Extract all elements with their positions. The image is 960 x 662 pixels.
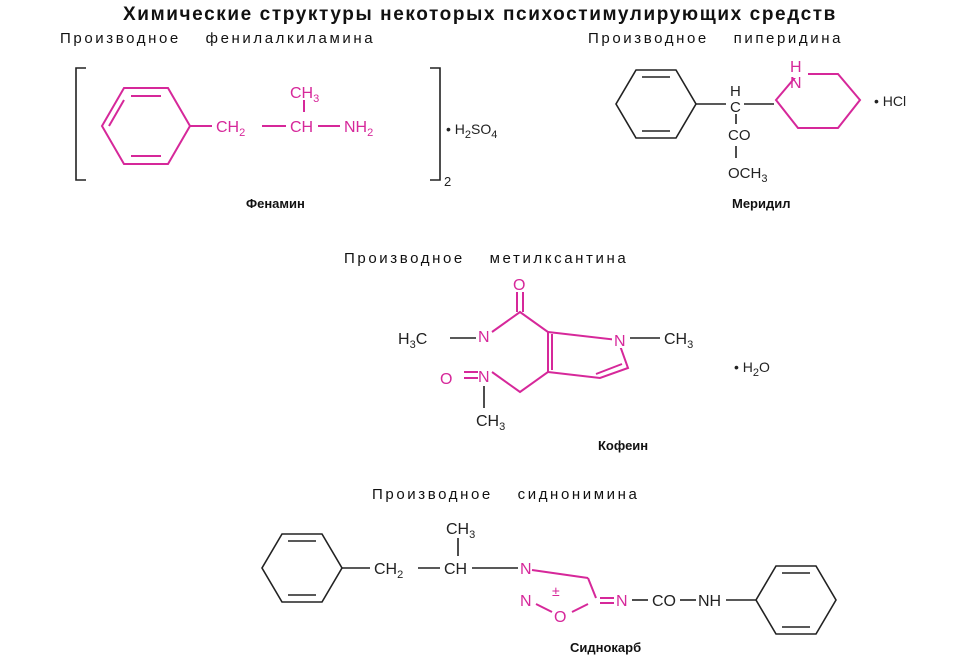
svg-text:CH2: CH2 xyxy=(216,119,245,139)
svg-text:CO: CO xyxy=(728,127,751,144)
svg-text:OCH3: OCH3 xyxy=(728,165,767,185)
sydnocarb-benzene-right xyxy=(755,565,837,635)
meridil-structure: H C CO OCH3 H N • HCl xyxy=(615,58,906,185)
header-sydnonimine: Производное сиднонимина xyxy=(372,486,640,503)
benzene-ring xyxy=(100,87,192,165)
svg-text:H3C: H3C xyxy=(398,331,427,351)
svg-text:CH3: CH3 xyxy=(664,331,693,351)
caption-meridil: Меридил xyxy=(732,196,791,211)
right-bracket xyxy=(430,67,441,181)
sydnocarb-structure: CH2 CH CH3 N N O ± N CO NH xyxy=(261,521,837,635)
svg-text:CH2: CH2 xyxy=(374,561,403,581)
header-methylxanthine: Производное метилксантина xyxy=(344,250,629,267)
caption-caffeine: Кофеин xyxy=(598,438,649,453)
svg-text:N: N xyxy=(614,333,626,350)
svg-text:±: ± xyxy=(552,583,560,599)
svg-text:CH3: CH3 xyxy=(290,85,319,105)
svg-text:N: N xyxy=(790,75,802,92)
header-phenylalkylamine: Производное фенилалкиламина xyxy=(60,30,376,47)
fenamine-salt: • H2SO4 xyxy=(446,121,497,141)
fenamine-multiplier: 2 xyxy=(444,174,451,189)
svg-text:N: N xyxy=(520,593,532,610)
meridil-benzene xyxy=(615,69,697,139)
svg-text:H: H xyxy=(730,83,741,100)
sydnocarb-benzene-left xyxy=(261,533,343,603)
svg-text:CH3: CH3 xyxy=(476,413,505,433)
svg-text:N: N xyxy=(616,593,628,610)
svg-text:CH3: CH3 xyxy=(446,521,475,541)
svg-text:O: O xyxy=(513,277,525,294)
header-piperidine: Производное пиперидина xyxy=(588,30,844,47)
svg-text:N: N xyxy=(478,369,490,386)
svg-text:C: C xyxy=(730,99,741,116)
svg-text:NH: NH xyxy=(698,593,721,610)
page-title: Химические структуры некоторых психостим… xyxy=(123,4,837,25)
svg-text:O: O xyxy=(554,609,566,626)
caption-sydnocarb: Сиднокарб xyxy=(570,640,642,655)
fenamine-structure: CH2 CH CH3 NH2 • H2SO4 2 xyxy=(75,67,497,189)
svg-text:CH: CH xyxy=(444,561,467,578)
svg-text:H: H xyxy=(790,59,802,76)
svg-text:NH2: NH2 xyxy=(344,119,373,139)
caption-fenamine: Фенамин xyxy=(246,196,305,211)
svg-text:N: N xyxy=(478,329,490,346)
svg-text:N: N xyxy=(520,561,532,578)
piperidine-ring xyxy=(774,73,862,129)
svg-text:CH: CH xyxy=(290,119,313,136)
caffeine-salt: • H2O xyxy=(734,359,770,379)
meridil-salt: • HCl xyxy=(874,93,906,109)
svg-text:CO: CO xyxy=(652,593,676,610)
svg-text:O: O xyxy=(440,371,452,388)
caffeine-structure: O O N N N H3C CH3 CH3 • H2O xyxy=(398,277,770,433)
left-bracket xyxy=(75,67,86,181)
